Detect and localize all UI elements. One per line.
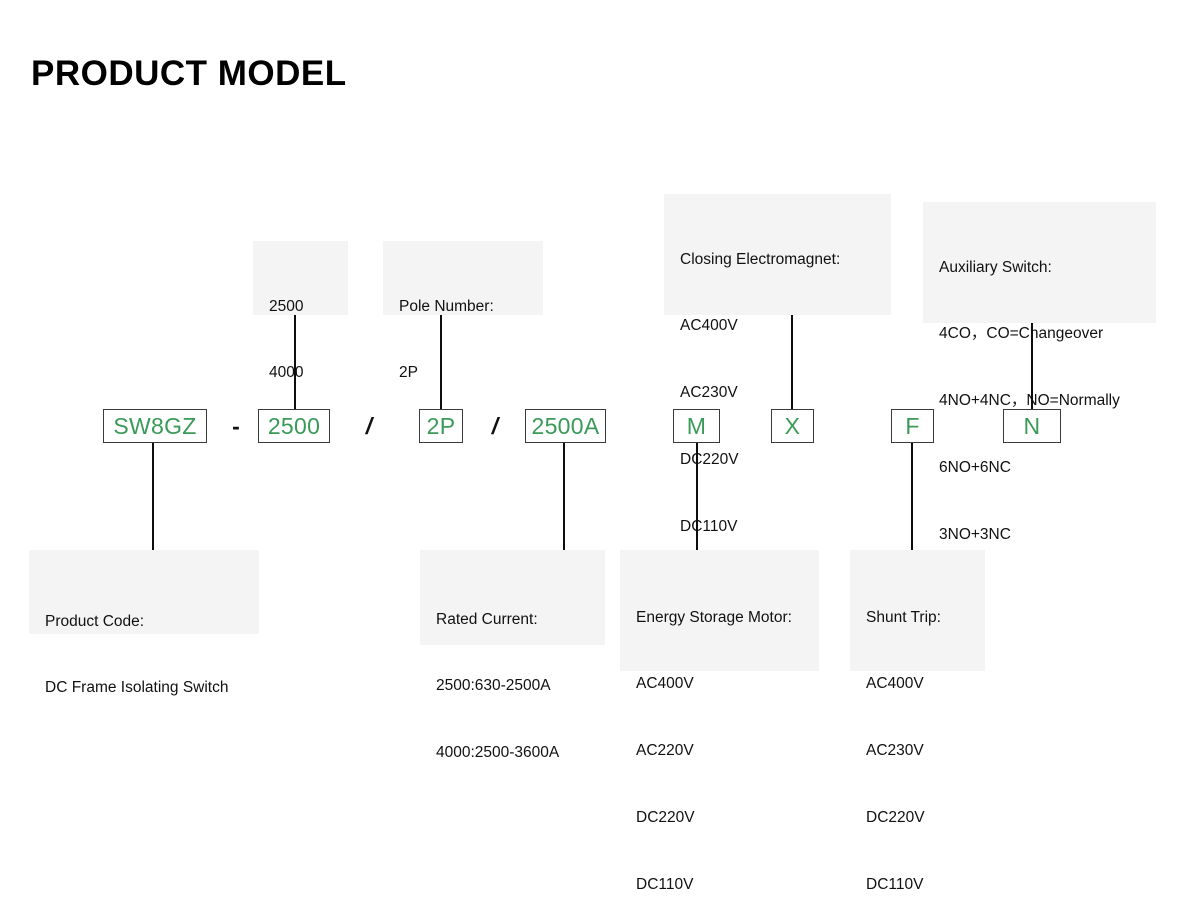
code-box-frame-size[interactable]: 2500 xyxy=(258,409,330,443)
code-box-energy-storage-motor[interactable]: M xyxy=(673,409,720,443)
connector-pole-number xyxy=(440,315,443,409)
callout-product-code: Product Code: DC Frame Isolating Switch xyxy=(29,550,259,696)
code-box-pole-number[interactable]: 2P xyxy=(419,409,463,443)
separator-dash: - xyxy=(232,412,240,439)
callout-line: DC Frame Isolating Switch xyxy=(45,679,229,697)
separator-slash-1: / xyxy=(365,412,373,439)
callout-line: DC110V xyxy=(680,518,738,536)
connector-frame-size xyxy=(294,315,297,409)
callout-line: 4NO+4NC，NO=Normally xyxy=(939,392,1120,410)
callout-line: AC230V xyxy=(680,384,738,402)
callout-line: DC220V xyxy=(866,809,925,827)
callout-line: Shunt Trip: xyxy=(866,608,941,626)
callout-line: 3NO+3NC xyxy=(939,526,1011,544)
callout-line: Energy Storage Motor: xyxy=(636,608,792,626)
code-box-auxiliary-switch[interactable]: N xyxy=(1003,409,1061,443)
callout-line: 4CO，CO=Changeover xyxy=(939,325,1104,343)
callout-pole-number: Pole Number: 2P xyxy=(383,241,543,381)
callout-line: Rated Current: xyxy=(436,610,538,628)
callout-line: DC220V xyxy=(680,451,739,469)
code-box-rated-current[interactable]: 2500A xyxy=(525,409,606,443)
callout-line: AC400V xyxy=(866,675,924,693)
callout-line: Product Code: xyxy=(45,612,145,630)
connector-rated-current xyxy=(563,443,566,550)
connector-auxiliary-switch xyxy=(1031,323,1034,409)
connector-shunt-trip xyxy=(911,443,914,550)
callout-line: 4000 xyxy=(269,364,304,382)
callout-rated-current: Rated Current: 2500:630-2500A 4000:2500-… xyxy=(420,550,605,761)
code-box-product-code[interactable]: SW8GZ xyxy=(103,409,207,443)
callout-line: AC400V xyxy=(636,675,694,693)
callout-line: AC230V xyxy=(866,742,924,760)
callout-line: 2500 xyxy=(269,297,304,315)
callout-auxiliary-switch: Auxiliary Switch: 4CO，CO=Changeover 4NO+… xyxy=(923,202,1156,543)
callout-line: 4000:2500-3600A xyxy=(436,744,560,762)
separator-slash-2: / xyxy=(491,412,499,439)
callout-line: Pole Number: xyxy=(399,297,494,315)
page-title: PRODUCT MODEL xyxy=(31,54,347,93)
code-box-shunt-trip[interactable]: F xyxy=(891,409,934,443)
callout-frame-size: 2500 4000 xyxy=(253,241,348,381)
code-box-closing-electromagnet[interactable]: X xyxy=(771,409,814,443)
callout-line: DC220V xyxy=(636,809,695,827)
connector-closing-electromagnet xyxy=(791,315,794,409)
connector-energy-storage-motor xyxy=(696,443,699,550)
callout-line: AC400V xyxy=(680,317,738,335)
callout-line: DC110V xyxy=(636,876,694,894)
callout-line: AC220V xyxy=(636,742,694,760)
callout-line: Auxiliary Switch: xyxy=(939,258,1052,276)
callout-shunt-trip: Shunt Trip: AC400V AC230V DC220V DC110V xyxy=(850,550,985,893)
callout-line: 6NO+6NC xyxy=(939,459,1011,477)
callout-line: 2500:630-2500A xyxy=(436,677,551,695)
connector-product-code xyxy=(152,443,155,550)
callout-energy-storage-motor: Energy Storage Motor: AC400V AC220V DC22… xyxy=(620,550,819,893)
callout-line: Closing Electromagnet: xyxy=(680,250,841,268)
callout-line: DC110V xyxy=(866,876,924,894)
callout-closing-electromagnet: Closing Electromagnet: AC400V AC230V DC2… xyxy=(664,194,891,535)
callout-line: 2P xyxy=(399,364,418,382)
